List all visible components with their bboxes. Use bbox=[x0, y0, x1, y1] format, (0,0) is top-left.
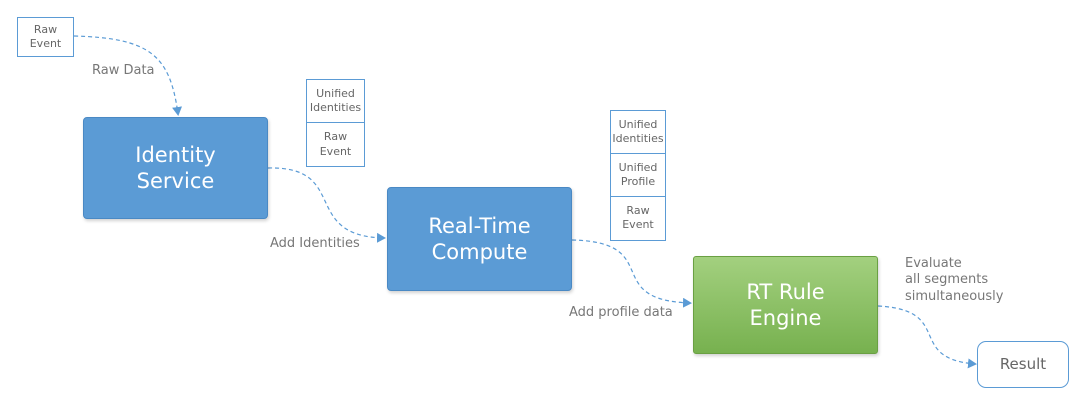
rt-rule-engine-line1: RT Rule bbox=[746, 279, 825, 304]
edge-label-add-identities: Add Identities bbox=[270, 236, 360, 251]
real-time-compute-line2: Compute bbox=[431, 240, 528, 264]
edge-label-add-profile-data: Add profile data bbox=[569, 305, 673, 320]
connector-identity-to-compute bbox=[267, 167, 386, 243]
rt-rule-engine-line2: Engine bbox=[749, 306, 822, 330]
real-time-compute-line1: Real-Time bbox=[428, 213, 531, 238]
identity-service-line2: Service bbox=[136, 169, 215, 193]
edge-label-raw-data: Raw Data bbox=[92, 63, 155, 78]
edge-label-evaluate: Evaluate all segments simultaneously bbox=[905, 256, 1004, 304]
connector-compute-to-engine bbox=[571, 239, 692, 308]
connector-engine-to-result bbox=[877, 305, 977, 369]
connector-raw-to-identity bbox=[73, 35, 183, 116]
result-node: Result bbox=[977, 341, 1069, 388]
identity-service-line1: Identity bbox=[135, 142, 216, 167]
